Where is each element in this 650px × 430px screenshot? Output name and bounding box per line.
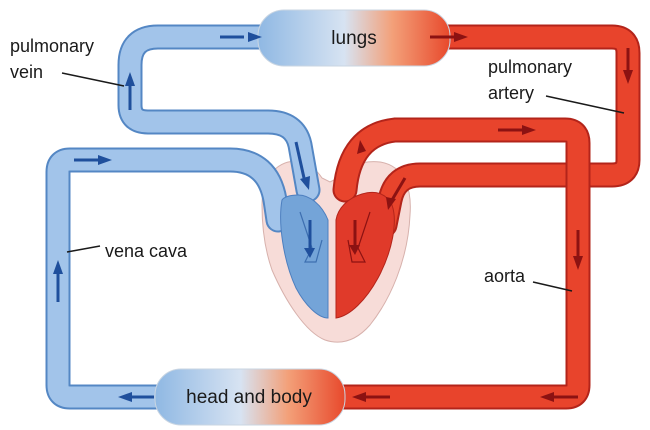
head-and-body-label: head and body (186, 387, 312, 408)
pulmonary-artery-leader-line (546, 96, 624, 113)
vena-cava-vessel (58, 160, 278, 397)
aorta-label: aorta (484, 266, 526, 286)
pulmonary-vein-label-line1: pulmonary (10, 36, 94, 56)
pulmonary-artery-label-line2: artery (488, 83, 534, 103)
vena-cava-label: vena cava (105, 241, 188, 261)
pulmonary-artery-label-line1: pulmonary (488, 57, 572, 77)
pulmonary-vein-leader-line (62, 73, 124, 86)
pulmonary-vein-label-line2: vein (10, 62, 43, 82)
lungs-label: lungs (331, 28, 376, 49)
vena-cava-leader-line (67, 246, 100, 252)
